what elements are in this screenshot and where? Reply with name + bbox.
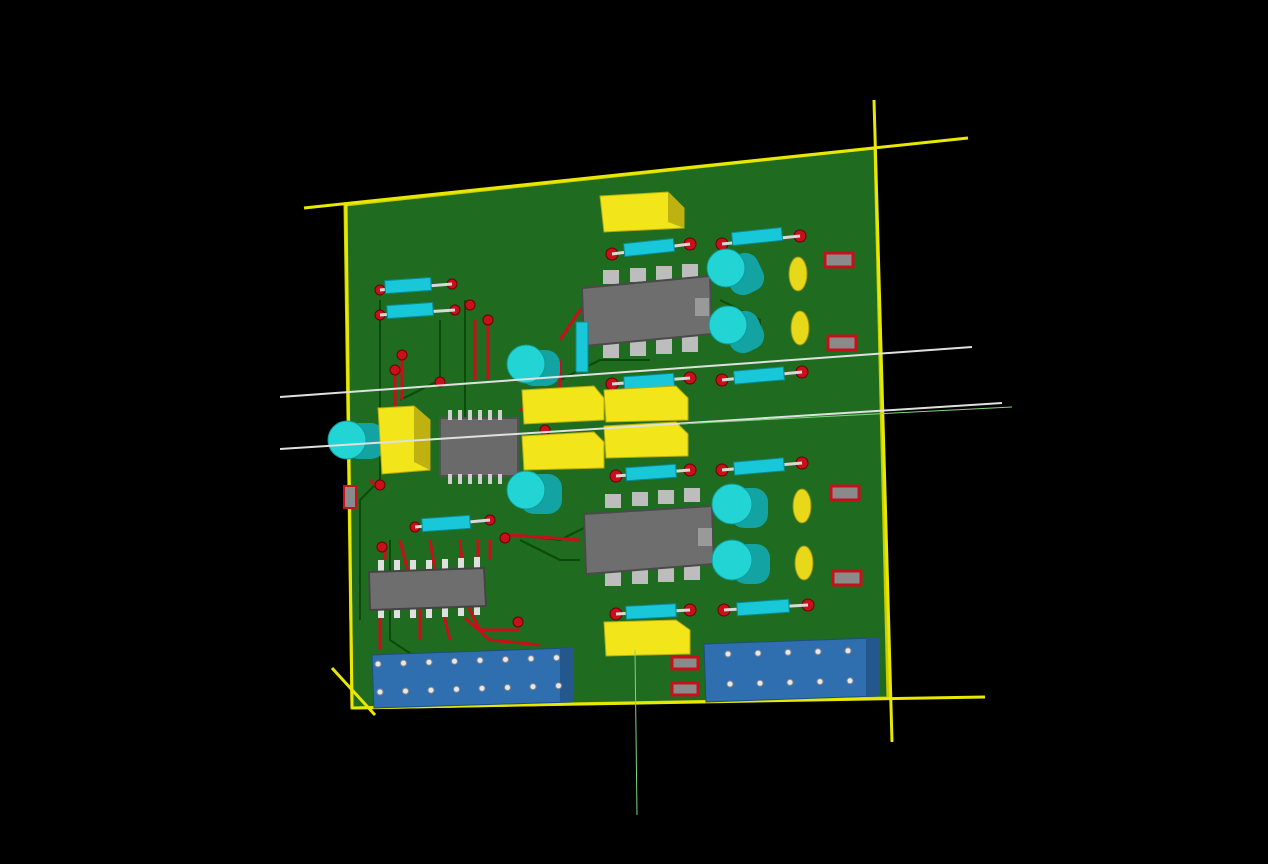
header-pin <box>425 658 433 666</box>
header-pin <box>814 648 822 656</box>
capacitors-electrolytic <box>327 248 770 584</box>
ic-u4 <box>439 410 519 484</box>
header-pin <box>786 678 794 686</box>
header-j2 <box>703 637 880 703</box>
header-pin <box>844 647 852 655</box>
header-pin <box>427 686 435 694</box>
header-pin <box>784 648 792 656</box>
header-pin <box>555 682 562 690</box>
ic-u2 <box>582 488 716 586</box>
header-pin <box>502 656 509 663</box>
header-pin <box>478 684 486 692</box>
header-pin <box>726 680 734 688</box>
header-pin <box>376 688 384 696</box>
header-pin <box>816 678 824 686</box>
ic-u3 <box>367 557 488 618</box>
header-pin <box>754 649 762 657</box>
header-j1 <box>371 647 574 709</box>
header-pin <box>400 659 407 667</box>
resistors <box>379 226 809 620</box>
diodes <box>788 256 814 581</box>
header-pin <box>402 687 409 695</box>
header-pins <box>374 647 854 696</box>
smd-parts <box>343 251 863 697</box>
header-pin <box>374 660 382 668</box>
header-pin <box>756 679 764 687</box>
header-pin <box>453 685 460 693</box>
header-pin <box>529 683 537 691</box>
header-pin <box>527 655 535 663</box>
header-pin <box>724 650 732 658</box>
header-pin <box>504 684 511 691</box>
header-pin <box>476 656 484 664</box>
axis-lines <box>279 346 1013 816</box>
header-pin <box>553 654 560 662</box>
header-pin <box>846 677 854 685</box>
box-capacitors <box>377 191 691 657</box>
header-pin <box>451 657 458 665</box>
